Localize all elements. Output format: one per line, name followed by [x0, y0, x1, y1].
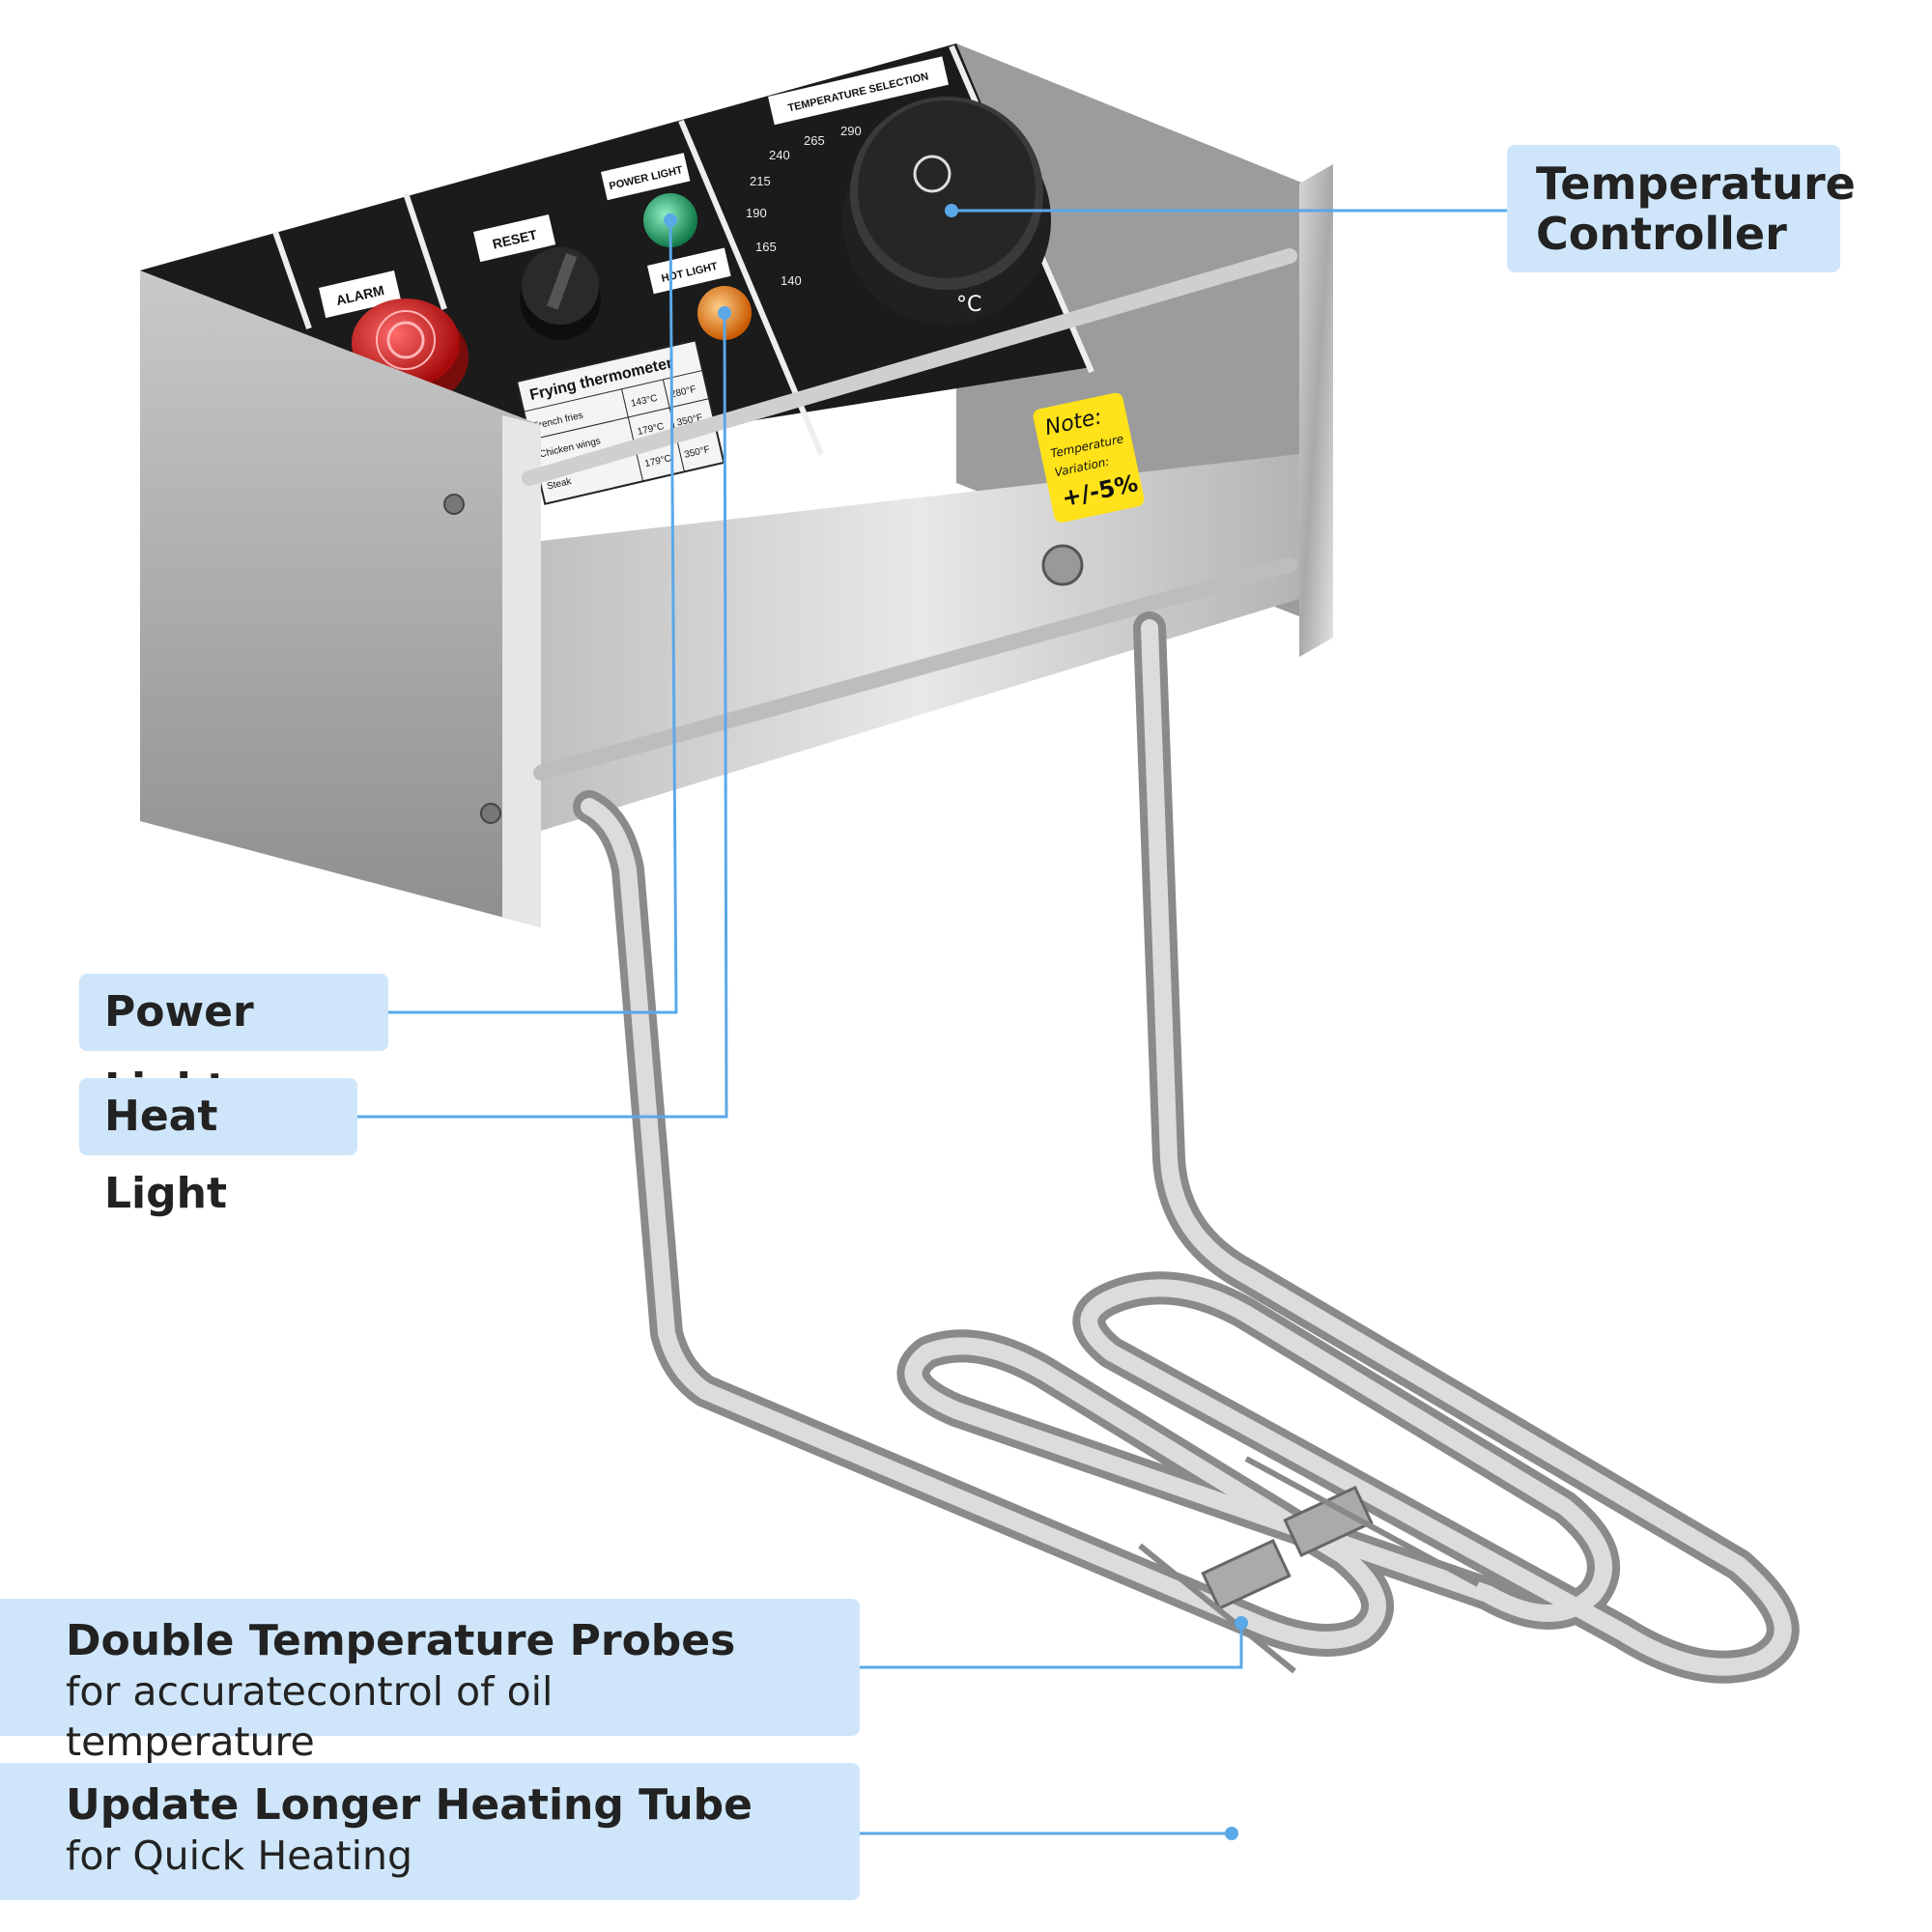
screw	[443, 494, 465, 515]
alarm-label: ALARM	[319, 270, 402, 319]
leader-power	[388, 219, 678, 1014]
callout-subtitle: for Quick Heating	[66, 1833, 413, 1879]
dial-tick: 165	[755, 240, 777, 254]
drain-nozzle	[1041, 544, 1084, 586]
dial-tick: 240	[769, 148, 790, 162]
callout-power-light: Power Light	[79, 974, 388, 1114]
left-side-edge	[502, 415, 541, 927]
dial-scale: 140 165 190 215 240 265 290	[746, 124, 862, 288]
right-side-panel	[1299, 164, 1333, 657]
heating-tube	[573, 611, 1800, 1684]
dial-tick: 215	[750, 174, 771, 188]
temperature-knob[interactable]: °C	[842, 97, 1051, 325]
handle-bar	[533, 557, 1297, 781]
callout-title: Update Longer Heating Tube	[66, 1780, 753, 1830]
callout-heat-light: Heat Light	[79, 1078, 357, 1218]
left-side-panel	[140, 270, 541, 927]
svg-text:°C: °C	[956, 293, 981, 317]
handle-bar	[522, 248, 1297, 486]
callout-subtitle: for accuratecontrol of oil temperature	[66, 1668, 554, 1765]
callout-title: Heat Light	[104, 1092, 227, 1218]
callout-heating-tube: Update Longer Heating Tube for Quick Hea…	[0, 1763, 860, 1900]
panel-divider	[272, 231, 312, 329]
callout-title: Temperature Controller	[1536, 157, 1856, 260]
callout-title: Double Temperature Probes	[66, 1616, 736, 1665]
reset-knob[interactable]	[520, 247, 601, 340]
leader-probe	[860, 1623, 1243, 1669]
temperature-probes	[1138, 1456, 1480, 1674]
dial-tick: 290	[840, 124, 862, 138]
front-tank	[541, 454, 1299, 831]
leader-lines	[357, 209, 1509, 1835]
panel-divider	[403, 192, 447, 310]
dial-tick: 190	[746, 206, 767, 220]
screw	[480, 803, 501, 824]
dial-tick: 140	[781, 273, 802, 288]
reset-label: RESET	[473, 214, 556, 263]
note-sticker: Note: Temperature Variation: +/-5%	[1033, 392, 1145, 523]
leader-dots	[664, 204, 1248, 1840]
dial-tick: 265	[804, 133, 825, 148]
callout-double-probes: Double Temperature Probes for accurateco…	[0, 1599, 860, 1765]
leader-heat	[357, 312, 728, 1119]
callout-temperature-controller: Temperature Controller	[1507, 145, 1856, 272]
